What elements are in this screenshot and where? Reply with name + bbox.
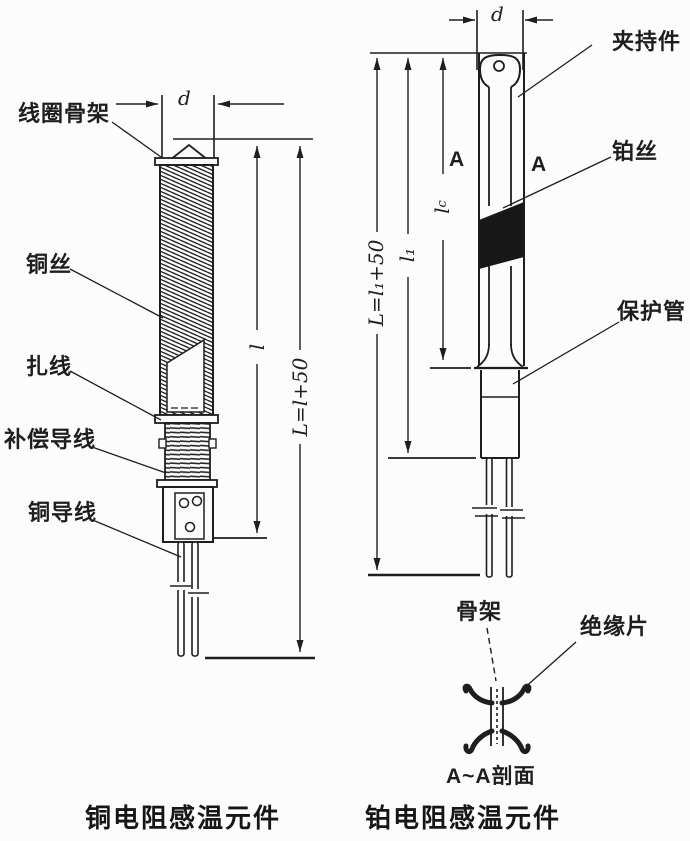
dim-l1: l₁ [395,247,419,263]
insulation-sheet-arms [462,683,532,755]
clamping-hole [493,60,505,72]
skeleton-window [166,338,205,413]
copper-lead-wires [170,541,209,657]
dim-lc-base: l [430,207,454,214]
dim-L-left: L=l+50 [288,357,312,437]
dim-d-right: d [491,2,504,26]
platinum-element-diagram [368,10,620,755]
section-marker-a-right: A [531,153,549,176]
right-diagram-title: 铂电阻感温元件 [365,803,562,833]
label-clamping-piece: 夹持件 [612,29,682,54]
label-insulation-sheet: 绝缘片 [580,614,650,639]
section-marker-a-left: A [449,148,467,171]
compensation-coil-area [164,422,211,481]
platinum-lead-wires [472,457,525,578]
protection-tube-shape [480,370,520,459]
label-coil-skeleton: 线圈骨架 [18,101,111,126]
left-dimension-d [116,95,284,160]
mica-skeleton-shape [490,687,504,746]
section-caption: A~A剖面 [446,765,536,788]
label-compensation-lead: 补偿导线 [4,427,97,452]
copper-element-body [154,143,219,657]
dim-lc-sub: c [434,200,450,208]
label-skeleton: 骨架 [456,599,503,624]
left-dimension-lines [173,138,315,660]
label-copper-lead-wire: 铜导线 [28,500,98,525]
label-copper-wire: 铜丝 [26,252,73,277]
left-diagram-title: 铜电阻感温元件 [85,803,282,833]
dim-l-left: l [245,343,269,351]
dim-d-left: d [178,86,191,110]
right-leader-lines [502,44,620,385]
platinum-element-body [472,53,528,578]
dim-L-right: L=l₁+50 [364,239,388,327]
section-a-a [462,627,577,755]
label-binding-wire: 扎线 [26,354,73,379]
right-dimension-lines [368,52,527,577]
copper-element-diagram [69,95,315,660]
label-platinum-wire: 铂丝 [612,139,659,164]
platinum-winding [479,202,524,269]
left-leader-lines [69,121,182,558]
label-protection-tube: 保护管 [617,299,687,324]
